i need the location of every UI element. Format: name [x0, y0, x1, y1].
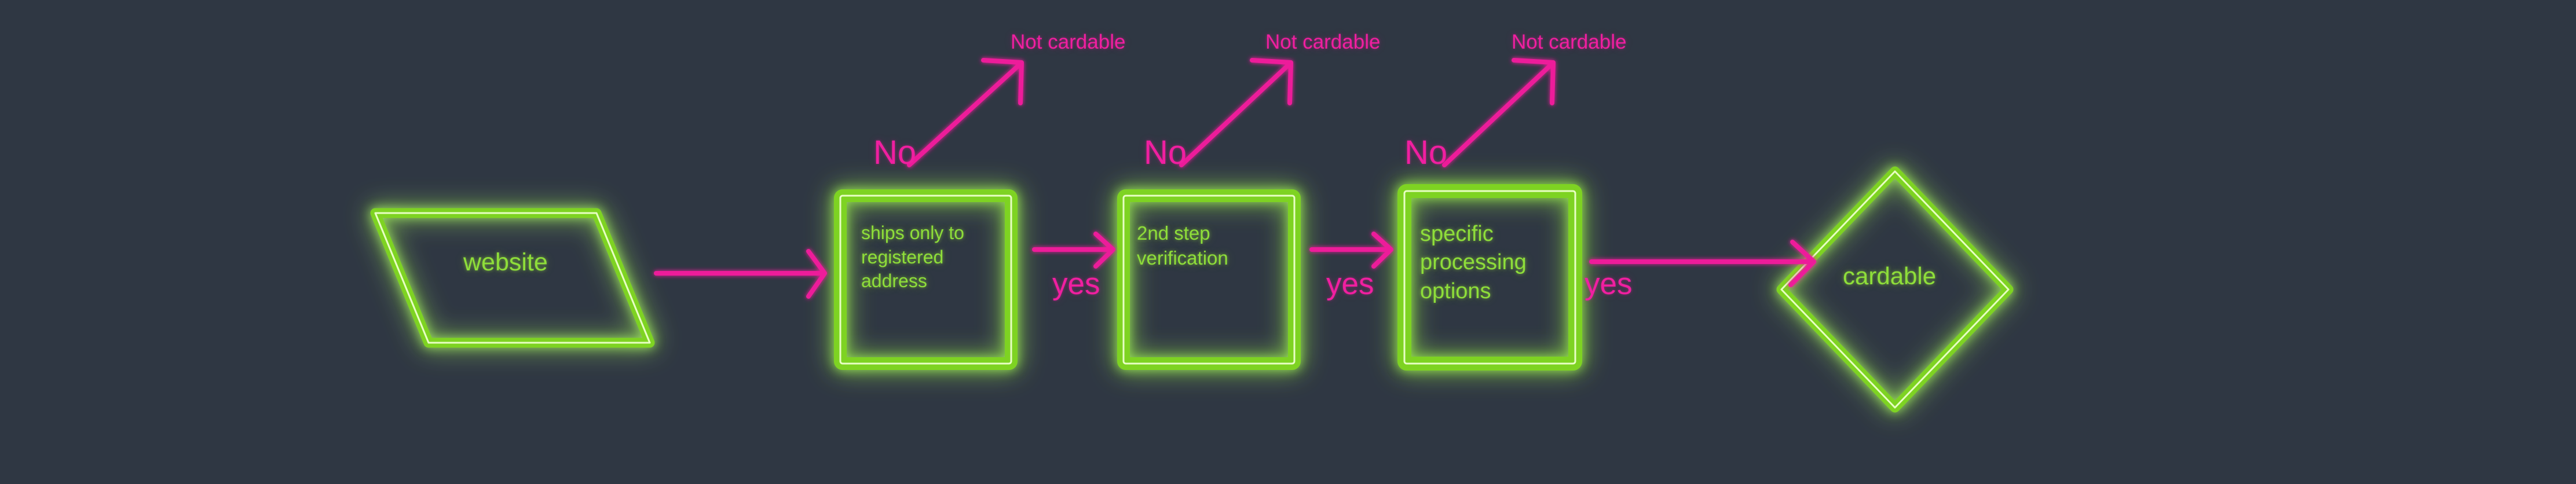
node-website[interactable] — [370, 208, 655, 348]
terminal-label-not-cardable-3: Not cardable — [1512, 31, 1627, 53]
edge-label-no-1: No — [873, 134, 917, 171]
edge-label-yes-1: yes — [1052, 267, 1100, 301]
edge-2nd-step-to-specific — [1309, 232, 1393, 269]
edge-website-to-ships — [654, 249, 827, 299]
edge-ships-to-2nd-step — [1032, 232, 1115, 269]
terminal-label-not-cardable-1: Not cardable — [1011, 31, 1126, 53]
edge-label-yes-2: yes — [1326, 267, 1374, 301]
node-cardable[interactable] — [1776, 166, 2014, 413]
node-ships-only[interactable] — [834, 189, 1018, 370]
edge-ships-to-not-cardable — [907, 58, 1024, 167]
node-2nd-step-verification[interactable] — [1117, 189, 1301, 370]
edge-label-yes-3: yes — [1585, 267, 1633, 301]
edge-2nd-step-to-not-cardable — [1179, 58, 1293, 167]
edge-specific-to-not-cardable — [1442, 58, 1556, 167]
node-label-cardable: cardable — [1843, 262, 1937, 289]
edge-specific-to-cardable — [1589, 240, 1816, 287]
edge-label-no-3: No — [1404, 134, 1448, 171]
node-specific-processing-options[interactable] — [1397, 184, 1582, 371]
edge-label-no-2: No — [1144, 134, 1187, 171]
node-label-website: website — [463, 248, 548, 276]
node-label-2nd-step-verification: 2nd step verification — [1137, 222, 1228, 269]
terminal-label-not-cardable-2: Not cardable — [1265, 31, 1381, 53]
node-label-specific-processing-options: specific processing options — [1420, 222, 1527, 303]
node-label-ships-only: ships only to registered address — [861, 222, 964, 292]
